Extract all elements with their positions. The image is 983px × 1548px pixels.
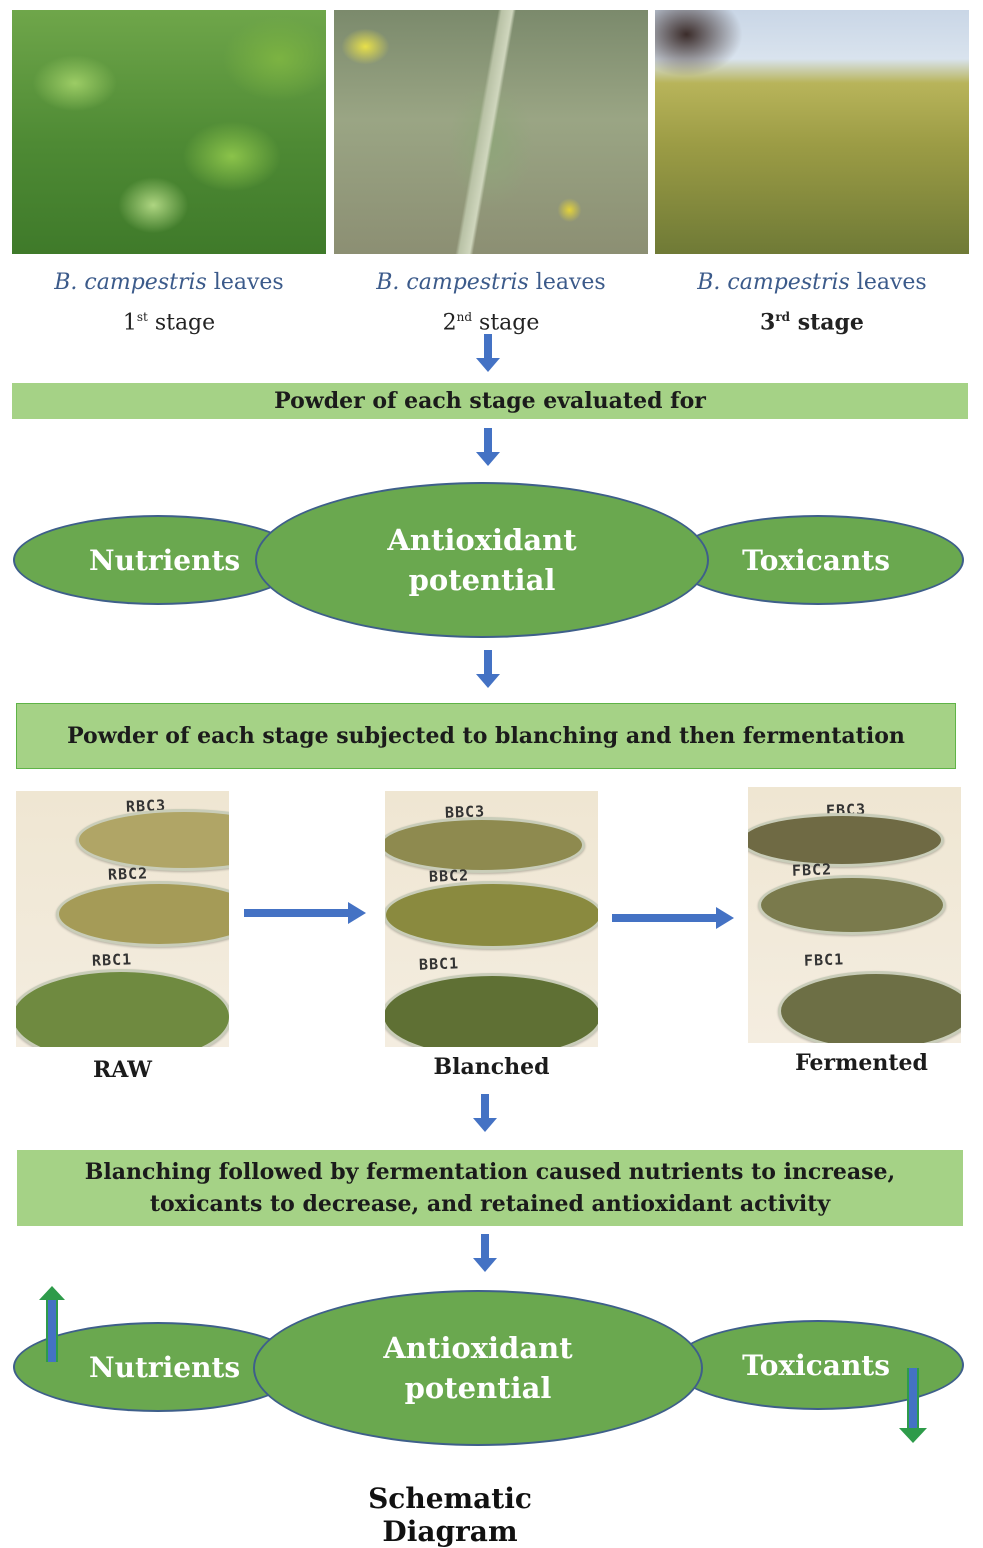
- processing-bar: Powder of each stage subjected to blanch…: [16, 703, 956, 769]
- down-arrow-icon: [473, 1234, 497, 1272]
- decrease-arrow-icon: [899, 1368, 927, 1443]
- down-arrow-icon: [476, 650, 500, 688]
- right-arrow-icon: [612, 907, 734, 929]
- diagram-title: Schematic Diagram: [368, 1482, 532, 1548]
- increase-arrow-icon: [39, 1286, 65, 1362]
- down-arrow-icon: [476, 334, 500, 372]
- evaluation-bar: Powder of each stage evaluated for: [12, 383, 968, 419]
- stage2-photo: [334, 10, 648, 254]
- stage2-caption: B. campestris leaves 2nd stage: [376, 270, 606, 336]
- antioxidant-ellipse: Antioxidant potential: [253, 1290, 703, 1446]
- stage1-photo: [12, 10, 326, 254]
- antioxidant-ellipse: Antioxidant potential: [255, 482, 709, 638]
- result-bar: Blanching followed by fermentation cause…: [17, 1150, 963, 1226]
- fermented-label: Fermented: [795, 1050, 928, 1076]
- stage3-photo: [655, 10, 969, 254]
- right-arrow-icon: [244, 902, 366, 924]
- fermented-dishes-photo: FBC3 FBC2 FBC1: [748, 787, 961, 1043]
- blanched-label: Blanched: [433, 1054, 550, 1080]
- down-arrow-icon: [476, 428, 500, 466]
- blanched-dishes-photo: BBC3 BBC2 BBC1: [385, 791, 598, 1047]
- nutrients-ellipse: Nutrients: [13, 515, 303, 605]
- down-arrow-icon: [473, 1094, 497, 1132]
- toxicants-ellipse: Toxicants: [672, 515, 964, 605]
- stage3-caption: B. campestris leaves 3rd stage: [697, 270, 927, 336]
- stage1-caption: B. campestris leaves 1st stage: [54, 270, 284, 336]
- raw-label: RAW: [93, 1057, 152, 1083]
- raw-dishes-photo: RBC3 RBC2 RBC1: [16, 791, 229, 1047]
